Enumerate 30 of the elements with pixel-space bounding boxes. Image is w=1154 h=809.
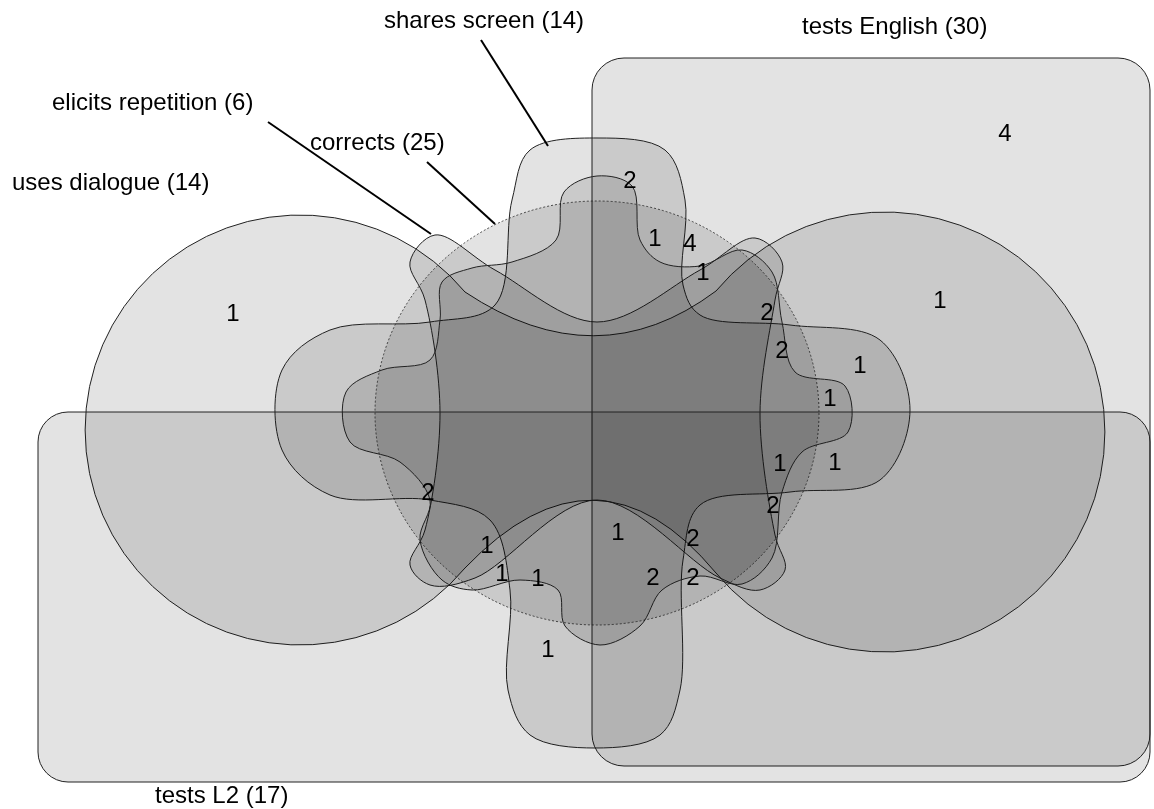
region-count: 1 <box>226 300 240 326</box>
set-label: shares screen (14) <box>384 6 585 34</box>
region-count: 1 <box>823 385 837 411</box>
region-count: 2 <box>646 564 660 590</box>
leader-line <box>480 39 549 147</box>
set-label: corrects (25) <box>310 128 445 156</box>
region-count: 1 <box>773 450 787 476</box>
region-count: 1 <box>648 225 662 251</box>
region-count: 2 <box>766 492 780 518</box>
region-count: 1 <box>541 636 555 662</box>
region-count: 1 <box>853 352 867 378</box>
set-label: tests English (30) <box>802 12 988 40</box>
region-count: 4 <box>683 230 697 256</box>
region-count: 2 <box>760 299 774 325</box>
region-count: 1 <box>495 560 509 586</box>
region-count: 2 <box>686 564 700 590</box>
set-label: elicits repetition (6) <box>52 88 254 116</box>
region-count: 1 <box>611 519 625 545</box>
region-count: 1 <box>828 449 842 475</box>
region-count: 2 <box>775 337 789 363</box>
region-count: 2 <box>686 525 700 551</box>
region-count: 2 <box>623 167 637 193</box>
region-count: 1 <box>531 565 545 591</box>
set-label: uses dialogue (14) <box>12 168 210 196</box>
leader-line <box>267 121 432 235</box>
region-count: 4 <box>998 120 1012 146</box>
set-label: tests L2 (17) <box>155 781 289 809</box>
region-count: 1 <box>933 287 947 313</box>
region-count: 1 <box>696 259 710 285</box>
leader-line <box>426 161 496 225</box>
